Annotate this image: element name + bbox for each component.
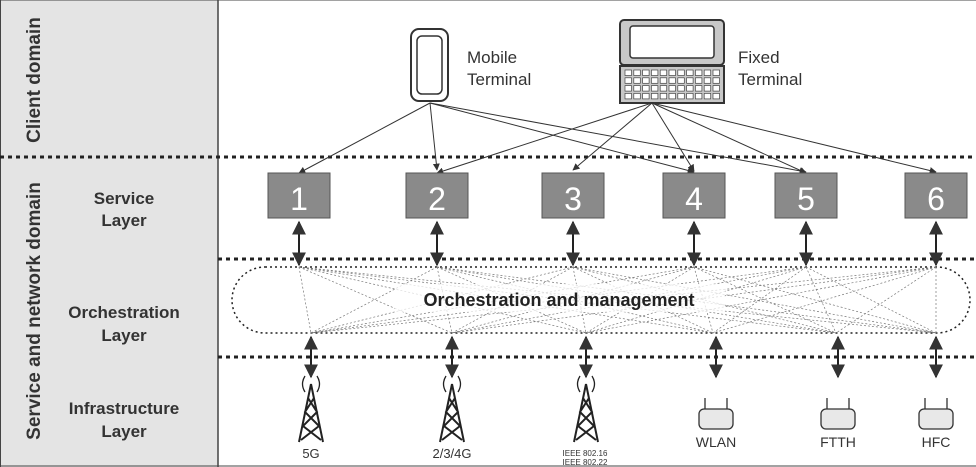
svg-text:Orchestration: Orchestration [68, 303, 179, 322]
domain-column [0, 0, 218, 467]
layer-links [292, 220, 943, 379]
infrastructure-layer-label: Infrastructure Layer [69, 399, 180, 441]
orchestration-layer-label: Orchestration Layer [68, 303, 179, 345]
service-number: 2 [428, 181, 446, 217]
svg-text:Terminal: Terminal [738, 70, 802, 89]
ieee-label: IEEE 802.16 IEEE 802.22 [563, 449, 608, 467]
svg-text:Layer: Layer [101, 422, 147, 441]
service-number: 4 [685, 181, 703, 217]
service-boxes: 1 2 3 4 5 6 [267, 172, 968, 219]
tower-label: 2/3/4G [432, 446, 471, 461]
router-icon [820, 398, 856, 430]
service-box-2: 2 [405, 172, 469, 219]
fixed-terminal-icon [619, 19, 725, 104]
infrastructure-elements: 5G 2/3/4G WLAN FTTH HFC [298, 375, 954, 461]
router-icon [918, 398, 954, 430]
tower-label: 5G [302, 446, 319, 461]
tower-icon [298, 375, 324, 443]
layer-separators [0, 155, 976, 359]
service-box-3: 3 [541, 172, 605, 219]
service-number: 1 [290, 181, 308, 217]
service-layer-label: Service Layer [94, 189, 155, 230]
svg-text:Infrastructure: Infrastructure [69, 399, 180, 418]
tower-icon [573, 375, 599, 443]
service-number: 5 [797, 181, 815, 217]
router-label: HFC [922, 434, 951, 450]
orchestration-label: Orchestration and management [423, 290, 694, 310]
service-box-4: 4 [662, 172, 726, 219]
orchestration-cloud [231, 266, 971, 334]
router-icon [698, 398, 734, 430]
svg-text:IEEE 802.16: IEEE 802.16 [563, 449, 608, 458]
fixed-terminal-label: Fixed Terminal [738, 48, 802, 89]
service-number: 6 [927, 181, 945, 217]
svg-text:Layer: Layer [101, 211, 147, 230]
svg-text:Layer: Layer [101, 326, 147, 345]
svg-text:IEEE 802.22: IEEE 802.22 [563, 458, 608, 467]
svg-text:Mobile: Mobile [467, 48, 517, 67]
service-network-domain-label: Service and network domain [24, 182, 45, 440]
tower-icon [439, 375, 465, 443]
svg-text:Service: Service [94, 189, 155, 208]
client-domain-label: Client domain [24, 17, 45, 143]
service-box-6: 6 [904, 172, 968, 219]
service-box-1: 1 [267, 172, 331, 219]
mobile-terminal-icon [410, 28, 449, 102]
router-label: FTTH [820, 434, 856, 450]
terminal-to-service-arrows [298, 102, 937, 175]
service-number: 3 [564, 181, 582, 217]
svg-text:Terminal: Terminal [467, 70, 531, 89]
router-label: WLAN [696, 434, 736, 450]
mobile-terminal-label: Mobile Terminal [467, 48, 531, 89]
service-box-5: 5 [774, 172, 838, 219]
svg-text:Fixed: Fixed [738, 48, 780, 67]
